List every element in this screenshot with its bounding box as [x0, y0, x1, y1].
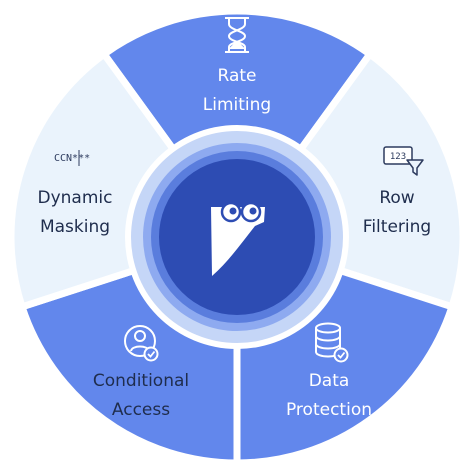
data-protection-label-line1: Data	[309, 371, 350, 391]
dynamic-masking-label-line1: Dynamic	[38, 188, 113, 208]
row-filter-icon-text: 123	[390, 152, 406, 162]
user-check-icon	[124, 325, 159, 362]
conditional-access-label-line1: Conditional	[93, 371, 189, 391]
data-protection-label-line2: Protection	[286, 400, 372, 420]
number-filter-icon: 123	[383, 146, 424, 176]
row-filtering-label-line1: Row	[379, 188, 414, 208]
rate-limiting-label-line2: Limiting	[203, 95, 271, 115]
masking-icon-text: CCN***	[54, 153, 90, 164]
database-check-icon	[315, 322, 349, 363]
hourglass-icon	[225, 17, 249, 53]
row-filtering-label-line2: Filtering	[363, 217, 431, 237]
masked-text-icon: CCN***	[54, 150, 90, 166]
dynamic-masking-label-line2: Masking	[40, 217, 110, 237]
owl-logo-icon	[211, 201, 265, 276]
rate-limiting-label-line1: Rate	[218, 66, 257, 86]
conditional-access-label-line2: Access	[112, 400, 170, 420]
